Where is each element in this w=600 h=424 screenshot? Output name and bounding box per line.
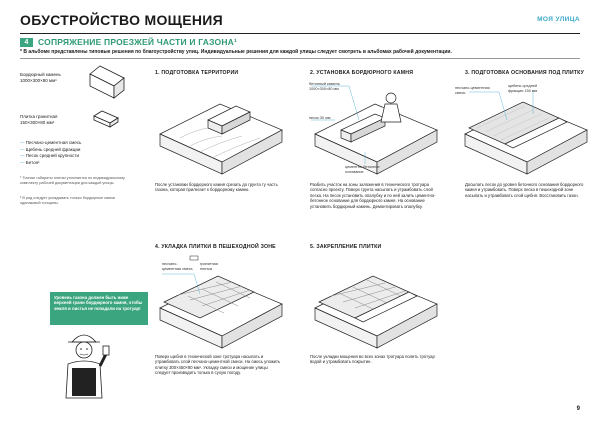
- granite-tile-illustration: [93, 110, 119, 128]
- footnote-2: ² В ряд следует укладывать только бордюр…: [20, 196, 115, 205]
- step-3-label-mix: песчано-цементная смесь: [455, 86, 490, 95]
- worker-illustration: [65, 334, 110, 399]
- legend-item: — Щебень средней фракции: [20, 146, 81, 152]
- step-3-label-gravel: щебень средней фракции 150 мм: [508, 84, 538, 93]
- step-4-label-tile: гранитная плитка: [200, 262, 218, 271]
- header-divider: [20, 33, 580, 34]
- brand-logo: МОЯ УЛИЦА: [537, 16, 580, 23]
- curb-stone-illustration: [89, 65, 125, 99]
- step-1-text: После установки бордюрного камня срезать…: [155, 182, 278, 193]
- section-divider: [20, 58, 580, 59]
- step-5-text: После укладки мощения во всех зонах трот…: [310, 354, 435, 365]
- step-1-title: 1. ПОДГОТОВКА ТЕРРИТОРИИ: [155, 70, 239, 76]
- step-2-label-base: цементно-бетонное основание: [345, 165, 380, 174]
- step-2-label-curb: бетонный камень 1000×300×80 мм: [309, 82, 340, 91]
- step-2-diagram: [311, 85, 438, 175]
- step-4-diagram: [159, 255, 283, 349]
- section-number: 4: [20, 38, 33, 47]
- legend-item: — Песок средней крупности: [20, 153, 79, 159]
- step-4-title: 4. УКЛАДКА ПЛИТКИ В ПЕШЕХОДНОЙ ЗОНЕ: [155, 244, 276, 250]
- step-3-text: Досыпать песок до уровня бетонного основ…: [465, 182, 584, 198]
- footnote-1: ¹ Точные габариты плитки уточняются по и…: [20, 176, 125, 185]
- step-4-label-mix: песчано-цементная смесь: [162, 262, 193, 271]
- step-2-title: 2. УСТАНОВКА БОРДЮРНОГО КАМНЯ: [310, 70, 414, 76]
- curb-stone-label: Бордюрный камень 1000×300×80 мм¹: [20, 72, 61, 83]
- step-2-text: Разбить участок на зоны заложения в техн…: [310, 182, 436, 209]
- section-note: * В альбоме представлены типовые решения…: [20, 49, 452, 55]
- step-4-text: Поверх щебня в технической зоне тротуара…: [155, 354, 281, 376]
- section-title: СОПРЯЖЕНИЕ ПРОЕЗЖЕЙ ЧАСТИ И ГАЗОНА¹: [38, 37, 238, 47]
- legend-item: — Бетон¹: [20, 159, 40, 165]
- page-number: 9: [576, 406, 580, 412]
- step-3-diagram: [464, 90, 588, 175]
- warning-callout: Уровень газона должен быть ниже верхней …: [50, 292, 148, 325]
- step-5-diagram: [314, 275, 438, 349]
- materials-legend: — Песчано-цементная смесь — Щебень средн…: [20, 140, 81, 166]
- step-1-diagram: [159, 103, 283, 175]
- step-2-label-sand: песок 30 мм: [309, 116, 331, 120]
- page-title: ОБУСТРОЙСТВО МОЩЕНИЯ: [20, 12, 223, 28]
- step-5-title: 5. ЗАКРЕПЛЕНИЕ ПЛИТКИ: [310, 244, 382, 250]
- step-3-title: 3. ПОДГОТОВКА ОСНОВАНИЯ ПОД ПЛИТКУ: [465, 70, 585, 76]
- legend-item: — Песчано-цементная смесь: [20, 140, 82, 145]
- granite-tile-label: Плитка гранитная 150×300×80 мм¹: [20, 114, 58, 125]
